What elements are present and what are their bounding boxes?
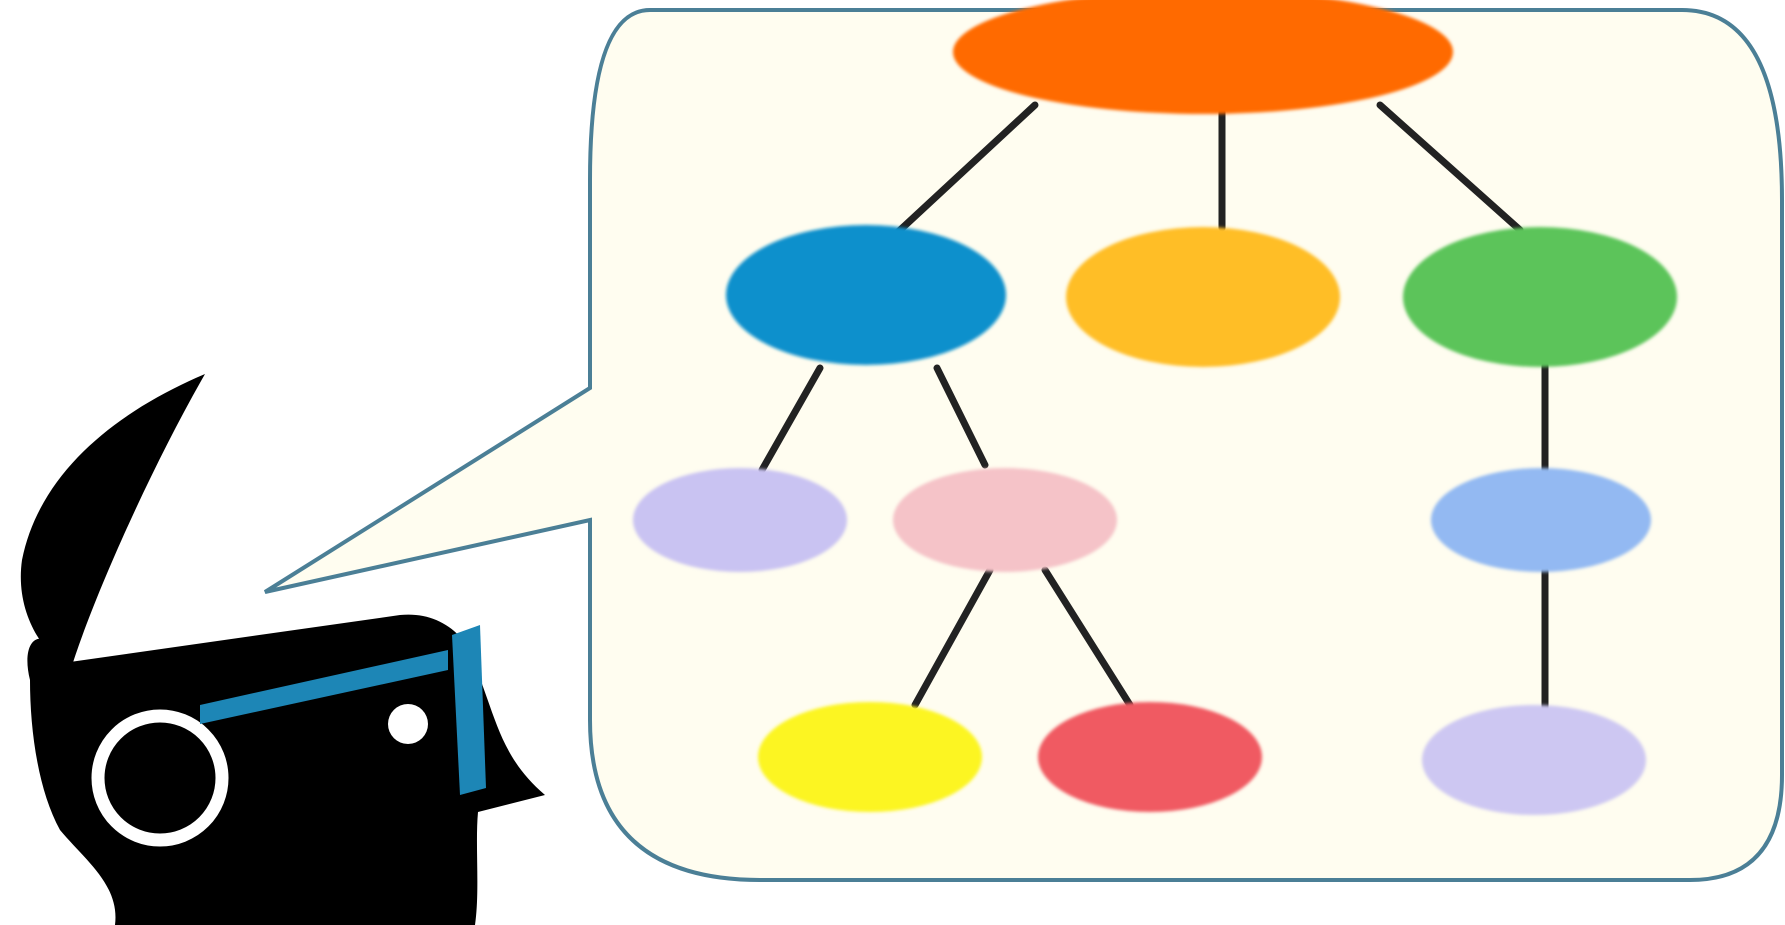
node-orange (1066, 227, 1340, 367)
node-pink (893, 468, 1117, 572)
node-red (1038, 702, 1262, 812)
node-lightblue (1431, 468, 1651, 572)
node-lavender-right (1422, 705, 1646, 815)
node-blue (726, 225, 1006, 365)
hair-tuft (21, 374, 205, 672)
person-figure (21, 374, 545, 925)
node-lavender-left (633, 468, 847, 572)
node-yellow (758, 702, 982, 812)
ear-inner (110, 728, 210, 828)
eye (388, 704, 428, 744)
node-green (1403, 227, 1677, 367)
